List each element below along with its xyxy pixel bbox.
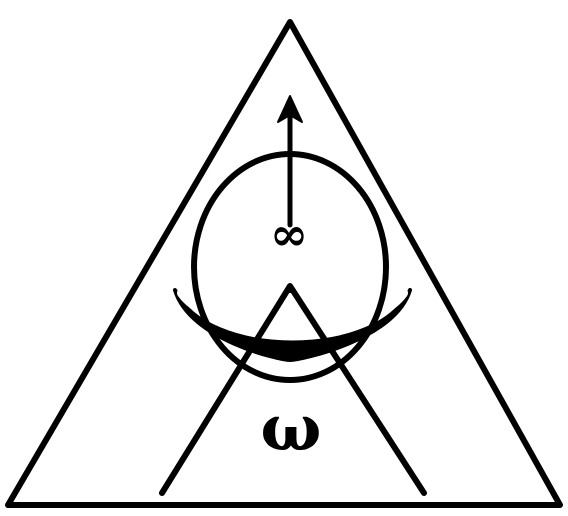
omega-icon: ω <box>261 391 322 466</box>
infinity-icon: ∞ <box>270 207 308 261</box>
crescent-inner-edge <box>182 293 403 328</box>
symbol-group: ∞ ω <box>8 22 560 505</box>
